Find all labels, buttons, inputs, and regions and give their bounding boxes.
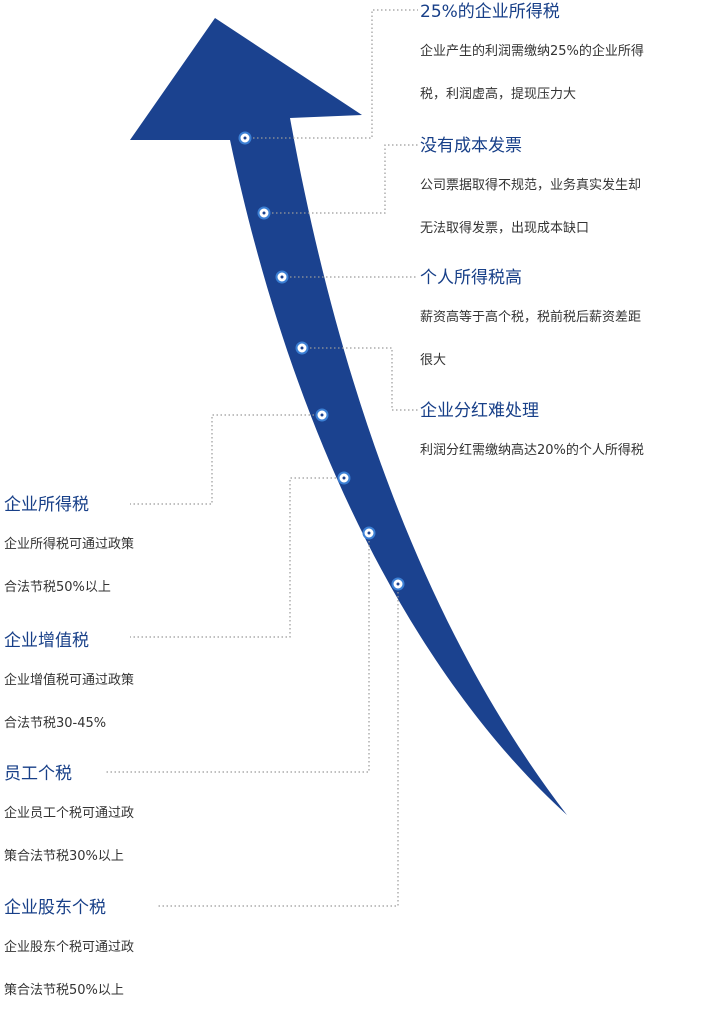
left-item-1-line-1: 企业所得税可通过政策	[4, 537, 135, 552]
marker-dot-center-1	[243, 136, 247, 140]
right-item-4-line-1: 利润分红需缴纳高达20%的个人所得税	[420, 443, 644, 458]
right-item-3-line-1: 薪资高等于高个税，税前税后薪资差距	[420, 310, 642, 325]
right-item-4-title: 企业分红难处理	[420, 401, 539, 421]
left-item-4-leader-line	[156, 584, 399, 907]
left-item-1-leader-line	[130, 414, 322, 505]
right-item-2-line-1: 公司票据取得不规范，业务真实发生却	[420, 178, 642, 193]
left-item-4-line-2: 策合法节税50%以上	[4, 983, 124, 998]
right-item-2-title: 没有成本发票	[420, 136, 522, 156]
right-item-3-title: 个人所得税高	[420, 268, 522, 288]
right-item-4-desc: 利润分红需缴纳高达20%的个人所得税	[420, 429, 644, 472]
left-item-3-title: 员工个税	[4, 764, 72, 784]
marker-dot-center-7	[367, 531, 371, 535]
leader-lines	[106, 9, 418, 907]
marker-dot-center-8	[396, 582, 400, 586]
marker-dot-center-6	[342, 476, 346, 480]
right-item-4: 企业分红难处理 利润分红需缴纳高达20%的个人所得税	[420, 399, 644, 472]
right-item-3-desc: 薪资高等于高个税，税前税后薪资差距 很大	[420, 296, 641, 382]
left-item-2-line-2: 合法节税30-45%	[4, 716, 107, 731]
left-item-1-line-2: 合法节税50%以上	[4, 580, 111, 595]
marker-dot-center-2	[262, 211, 266, 215]
right-item-1-title: 25%的企业所得税	[420, 2, 560, 22]
left-item-2: 企业增值税 企业增值税可通过政策 合法节税30-45%	[4, 629, 134, 745]
left-item-3-leader-line	[106, 533, 370, 773]
left-item-3-line-2: 策合法节税30%以上	[4, 849, 124, 864]
left-item-4: 企业股东个税 企业股东个税可通过政 策合法节税50%以上	[4, 896, 134, 1012]
rising-arrow	[130, 18, 567, 815]
left-item-2-title: 企业增值税	[4, 631, 89, 651]
left-item-2-desc: 企业增值税可通过政策 合法节税30-45%	[4, 659, 134, 745]
marker-dot-center-3	[280, 275, 284, 279]
marker-dot-center-5	[320, 413, 324, 417]
left-item-4-title: 企业股东个税	[4, 898, 106, 918]
right-item-3-line-2: 很大	[420, 353, 447, 368]
right-item-3: 个人所得税高 薪资高等于高个税，税前税后薪资差距 很大	[420, 266, 641, 382]
right-item-2: 没有成本发票 公司票据取得不规范，业务真实发生却 无法取得发票，出现成本缺口	[420, 134, 641, 250]
left-item-4-desc: 企业股东个税可通过政 策合法节税50%以上	[4, 926, 134, 1012]
right-item-2-leader-line	[264, 144, 418, 214]
left-item-3-line-1: 企业员工个税可通过政	[4, 806, 135, 821]
left-item-1-title: 企业所得税	[4, 495, 89, 515]
right-item-2-line-2: 无法取得发票，出现成本缺口	[420, 221, 590, 236]
left-item-2-line-1: 企业增值税可通过政策	[4, 673, 135, 688]
left-item-2-leader-line	[130, 477, 344, 638]
marker-dot-center-4	[300, 346, 304, 350]
left-item-1-desc: 企业所得税可通过政策 合法节税50%以上	[4, 523, 134, 609]
arrow-markers	[238, 131, 405, 591]
right-item-1: 25%的企业所得税 企业产生的利润需缴纳25%的企业所得 税，利润虚高，提现压力…	[420, 0, 644, 116]
left-item-3-desc: 企业员工个税可通过政 策合法节税30%以上	[4, 792, 134, 878]
right-item-2-desc: 公司票据取得不规范，业务真实发生却 无法取得发票，出现成本缺口	[420, 164, 641, 250]
right-item-1-line-1: 企业产生的利润需缴纳25%的企业所得	[420, 44, 644, 59]
right-item-1-line-2: 税，利润虚高，提现压力大	[420, 87, 577, 102]
left-item-3: 员工个税 企业员工个税可通过政 策合法节税30%以上	[4, 762, 134, 878]
left-item-1: 企业所得税 企业所得税可通过政策 合法节税50%以上	[4, 493, 134, 609]
right-item-1-desc: 企业产生的利润需缴纳25%的企业所得 税，利润虚高，提现压力大	[420, 30, 644, 116]
right-item-4-leader-line	[302, 347, 418, 411]
left-item-4-line-1: 企业股东个税可通过政	[4, 940, 135, 955]
